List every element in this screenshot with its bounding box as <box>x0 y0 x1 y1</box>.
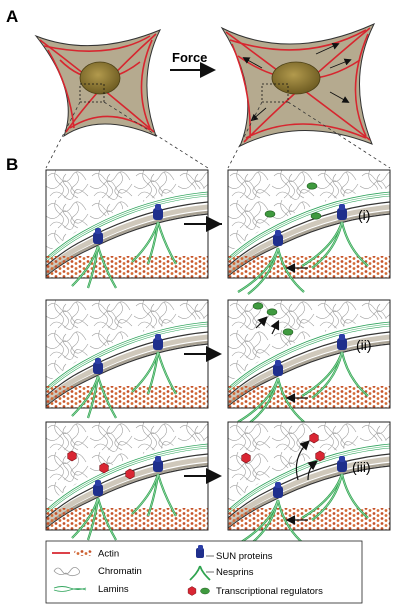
lamins-icon <box>53 586 87 590</box>
legend-sun-text: SUN proteins <box>216 551 273 562</box>
sun-protein-icon <box>196 545 204 558</box>
force-label: Force <box>172 50 207 65</box>
row-i-after <box>228 170 390 296</box>
row-ii-before <box>46 300 208 420</box>
row-iii-after <box>228 422 390 548</box>
legend-lamins-text: Lamins <box>98 584 129 595</box>
row-ii-after <box>228 300 390 426</box>
cell-at-rest <box>34 29 162 138</box>
row-i-label: (i) <box>358 207 370 223</box>
actin-bundle-icon <box>74 550 92 556</box>
regulator-red-icon <box>187 586 197 596</box>
row-i-before <box>46 170 208 290</box>
legend-chromatin-text: Chromatin <box>98 566 142 577</box>
regulator-green-icon <box>200 587 210 595</box>
zoom-lines <box>45 101 391 169</box>
legend: Actin Chromatin Lamins SUN proteins Ne <box>45 540 363 604</box>
legend-actin-text: Actin <box>98 549 119 560</box>
legend-nesprins: Nesprins <box>189 565 254 581</box>
row-iii: (iii) <box>46 422 390 548</box>
legend-sun: SUN proteins <box>196 545 273 562</box>
chromatin-icon <box>53 567 80 577</box>
nesprin-icon <box>189 565 211 581</box>
legend-lamins: Lamins <box>53 584 129 595</box>
legend-chromatin: Chromatin <box>53 566 142 577</box>
cell-under-force <box>220 22 376 148</box>
zoom-region-left <box>79 83 105 103</box>
row-ii: (ii) <box>46 300 390 426</box>
panel-a-label: A <box>6 7 18 26</box>
legend-nesprins-text: Nesprins <box>216 567 254 578</box>
row-iii-label: (iii) <box>352 459 371 475</box>
nucleus <box>79 61 121 95</box>
legend-actin: Actin <box>52 549 119 560</box>
legend-regulators-text: Transcriptional regulators <box>216 586 323 597</box>
zoom-region-right <box>261 83 289 103</box>
panel-b-label: B <box>6 155 18 174</box>
row-i: (i) <box>46 170 390 296</box>
legend-regulators: Transcriptional regulators <box>187 586 323 597</box>
row-iii-before <box>46 422 208 542</box>
row-ii-label: (ii) <box>356 337 372 353</box>
